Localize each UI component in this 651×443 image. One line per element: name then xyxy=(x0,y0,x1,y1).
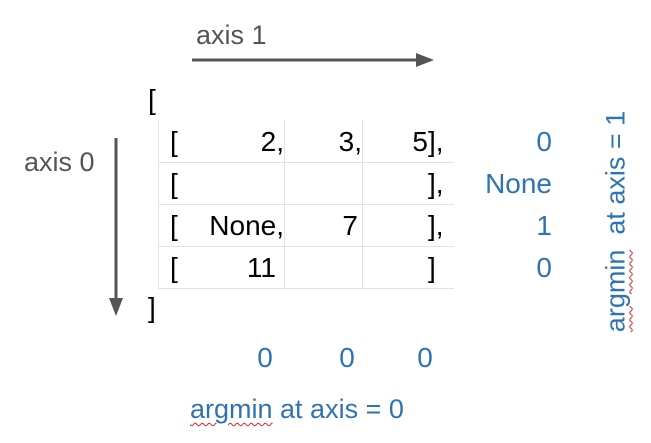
axis-0-argmin-label: argmin at axis = 0 xyxy=(190,396,404,423)
col-argmin-value: 0 xyxy=(417,342,433,373)
col-argmin-value: 0 xyxy=(257,342,273,373)
col-argmin-value: 0 xyxy=(339,342,355,373)
matrix-cell: 3, xyxy=(338,126,362,157)
row-argmin-value: 1 xyxy=(536,210,552,241)
row-close-bracket: ], xyxy=(428,126,444,157)
argmin-word: argmin xyxy=(600,249,631,333)
axis-1-label: axis 1 xyxy=(196,20,267,50)
outer-close-bracket: ] xyxy=(148,292,156,323)
outer-open-bracket: [ xyxy=(148,84,156,115)
axis-1-arrow xyxy=(192,53,434,67)
axis-0-argmin-suffix: at axis = 0 xyxy=(272,394,404,424)
row-close-bracket: ] xyxy=(428,252,436,283)
matrix-cell: 2, xyxy=(260,126,284,157)
axis-1-argmin-suffix: at axis = 1 xyxy=(600,110,631,250)
row-close-bracket: ], xyxy=(428,210,444,241)
matrix-grid xyxy=(158,120,454,289)
row-argmin-value: 0 xyxy=(536,252,552,283)
row-open-bracket: [ xyxy=(170,126,178,157)
matrix-cell: None, xyxy=(209,210,284,241)
row-argmin-value: 0 xyxy=(536,126,552,157)
matrix-cell: 5 xyxy=(412,126,428,157)
matrix-cell: 7 xyxy=(342,210,358,241)
row-close-bracket: ], xyxy=(428,168,444,199)
row-argmin-value: None xyxy=(485,168,552,199)
axis-1-argmin-label: argmin at axis = 1 xyxy=(600,22,631,422)
row-open-bracket: [ xyxy=(170,252,178,283)
axis-0-arrow xyxy=(109,138,123,316)
axis-0-label: axis 0 xyxy=(24,147,95,177)
row-open-bracket: [ xyxy=(170,210,178,241)
matrix-cell: 11 xyxy=(246,252,276,283)
argmin-word: argmin xyxy=(190,394,273,424)
row-open-bracket: [ xyxy=(170,168,178,199)
